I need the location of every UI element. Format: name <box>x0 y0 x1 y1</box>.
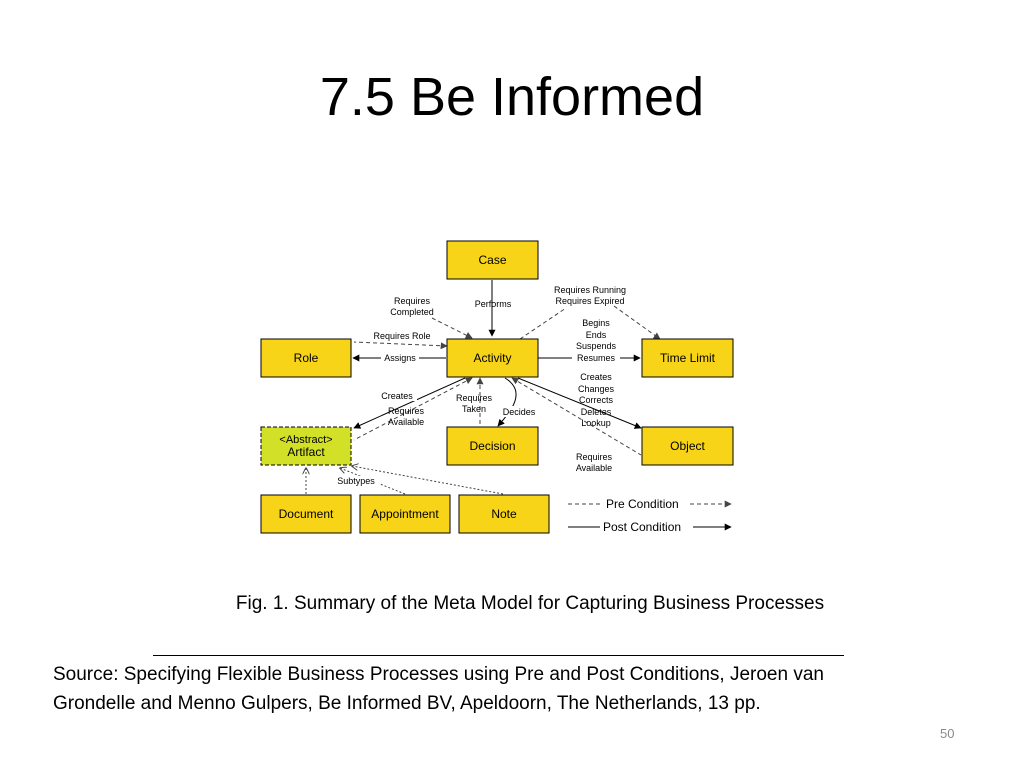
page-number: 50 <box>940 726 955 741</box>
figure-caption: Fig. 1. Summary of the Meta Model for Ca… <box>235 593 825 614</box>
label-requires-available-2: Available <box>388 417 424 427</box>
label-requires-available-1: Requires <box>388 406 425 416</box>
label-requires-running: Requires Running <box>554 285 626 295</box>
edge-subtype-note <box>352 466 504 495</box>
label-requires-completed-2: Completed <box>390 307 434 317</box>
label-requires-role: Requires Role <box>373 331 430 341</box>
svg-text:Artifact: Artifact <box>287 445 325 459</box>
label-creates-object: Creates <box>580 372 612 382</box>
node-case: Case <box>446 240 539 280</box>
svg-text:Document: Document <box>279 507 334 521</box>
label-requires-taken-1: Requires <box>456 393 493 403</box>
label-subtypes: Subtypes <box>337 476 375 486</box>
legend-post-condition: Post Condition <box>603 520 681 534</box>
node-time-limit: Time Limit <box>641 338 734 378</box>
svg-text:<Abstract>: <Abstract> <box>279 434 332 446</box>
svg-text:Role: Role <box>294 351 319 365</box>
source-citation: Source: Specifying Flexible Business Pro… <box>53 660 993 718</box>
label-suspends: Suspends <box>576 341 617 351</box>
label-lookup: Lookup <box>581 418 611 428</box>
label-resumes: Resumes <box>577 353 616 363</box>
label-performs: Performs <box>475 299 512 309</box>
node-note: Note <box>458 494 550 534</box>
svg-text:Note: Note <box>491 507 517 521</box>
node-abstract-artifact: <Abstract> Artifact <box>260 426 352 466</box>
slide-title: 7.5 Be Informed <box>319 67 705 127</box>
node-decision: Decision <box>446 426 539 466</box>
svg-text:Case: Case <box>478 253 506 267</box>
svg-text:Appointment: Appointment <box>371 507 439 521</box>
svg-text:Object: Object <box>670 439 705 453</box>
svg-text:Decision: Decision <box>469 439 515 453</box>
node-object: Object <box>641 426 734 466</box>
legend: Pre Condition Post Condition <box>568 497 732 534</box>
node-document: Document <box>260 494 352 534</box>
node-activity: Activity <box>446 338 539 378</box>
label-changes: Changes <box>578 384 615 394</box>
legend-pre-condition: Pre Condition <box>606 497 679 511</box>
footnote-divider <box>153 655 844 656</box>
edge-requires-completed <box>431 317 473 339</box>
edge-requires-available <box>353 377 473 441</box>
edge-requires-running-b <box>613 305 661 340</box>
label-creates-artifact: Creates <box>381 391 413 401</box>
label-object-requires-2: Available <box>576 463 612 473</box>
edge-decides <box>497 377 517 427</box>
node-role: Role <box>260 338 352 378</box>
label-assigns: Assigns <box>384 353 416 363</box>
node-appointment: Appointment <box>359 494 451 534</box>
label-requires-completed-1: Requires <box>394 296 431 306</box>
label-decides: Decides <box>503 407 536 417</box>
edge-requires-role <box>353 341 448 350</box>
edge-creates-object <box>517 377 642 429</box>
svg-text:Time Limit: Time Limit <box>660 351 716 365</box>
label-corrects: Corrects <box>579 395 614 405</box>
edge-requires-running-a <box>519 307 567 340</box>
label-begins: Begins <box>582 318 610 328</box>
svg-text:Activity: Activity <box>473 351 511 365</box>
label-object-requires-1: Requires <box>576 452 613 462</box>
source-line-1: Source: Specifying Flexible Business Pro… <box>53 664 824 685</box>
label-requires-taken-2: Taken <box>462 404 486 414</box>
source-line-2: Grondelle and Menno Gulpers, Be Informed… <box>53 693 761 714</box>
label-ends: Ends <box>586 330 607 340</box>
edge-creates-artifact <box>353 377 466 429</box>
label-requires-expired: Requires Expired <box>555 296 624 306</box>
label-deletes: Deletes <box>581 407 612 417</box>
